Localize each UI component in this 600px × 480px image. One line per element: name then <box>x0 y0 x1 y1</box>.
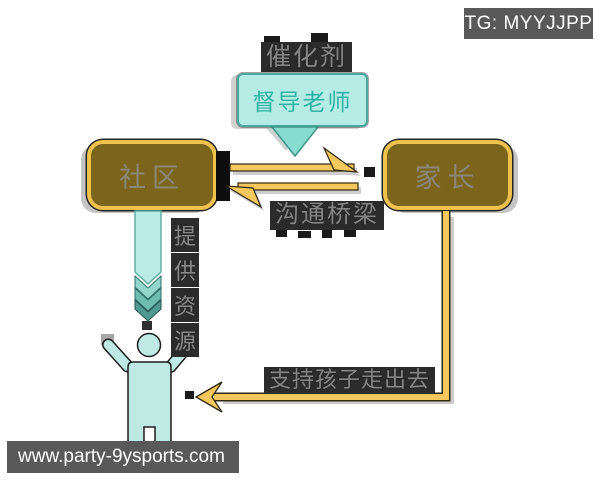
supervisor-node: 督导老师 <box>237 73 368 127</box>
artifact-chip <box>322 230 332 238</box>
telegram-badge: TG: MYYJJPP <box>464 8 593 39</box>
artifact-chip <box>344 229 356 237</box>
provide-resources-label: 提供资源 <box>171 217 200 358</box>
community-node: 社区 <box>87 140 217 210</box>
parents-node: 家长 <box>383 140 512 210</box>
artifact-chip <box>298 231 311 238</box>
bridge-label: 沟通桥梁 <box>270 201 384 230</box>
artifact-chip <box>264 36 280 45</box>
artifact-chip <box>311 33 328 43</box>
artifact-black-bar <box>216 151 230 201</box>
website-banner: www.party-9ysports.com <box>7 441 239 473</box>
arrow-parents-to-community <box>225 182 359 209</box>
artifact-chip <box>185 391 194 399</box>
arrow-parents-to-child <box>194 211 451 413</box>
artifact-chip <box>364 167 375 177</box>
artifact-chip <box>142 321 152 330</box>
artifact-chip <box>276 229 287 237</box>
teal-down-arrow-icon <box>270 126 320 158</box>
support-label: 支持孩子走出去 <box>264 367 436 394</box>
catalyst-label: 催化剂 <box>261 42 353 72</box>
arrow-community-to-parents <box>229 146 360 173</box>
teal-chevron-down-arrow-icon <box>134 210 162 322</box>
